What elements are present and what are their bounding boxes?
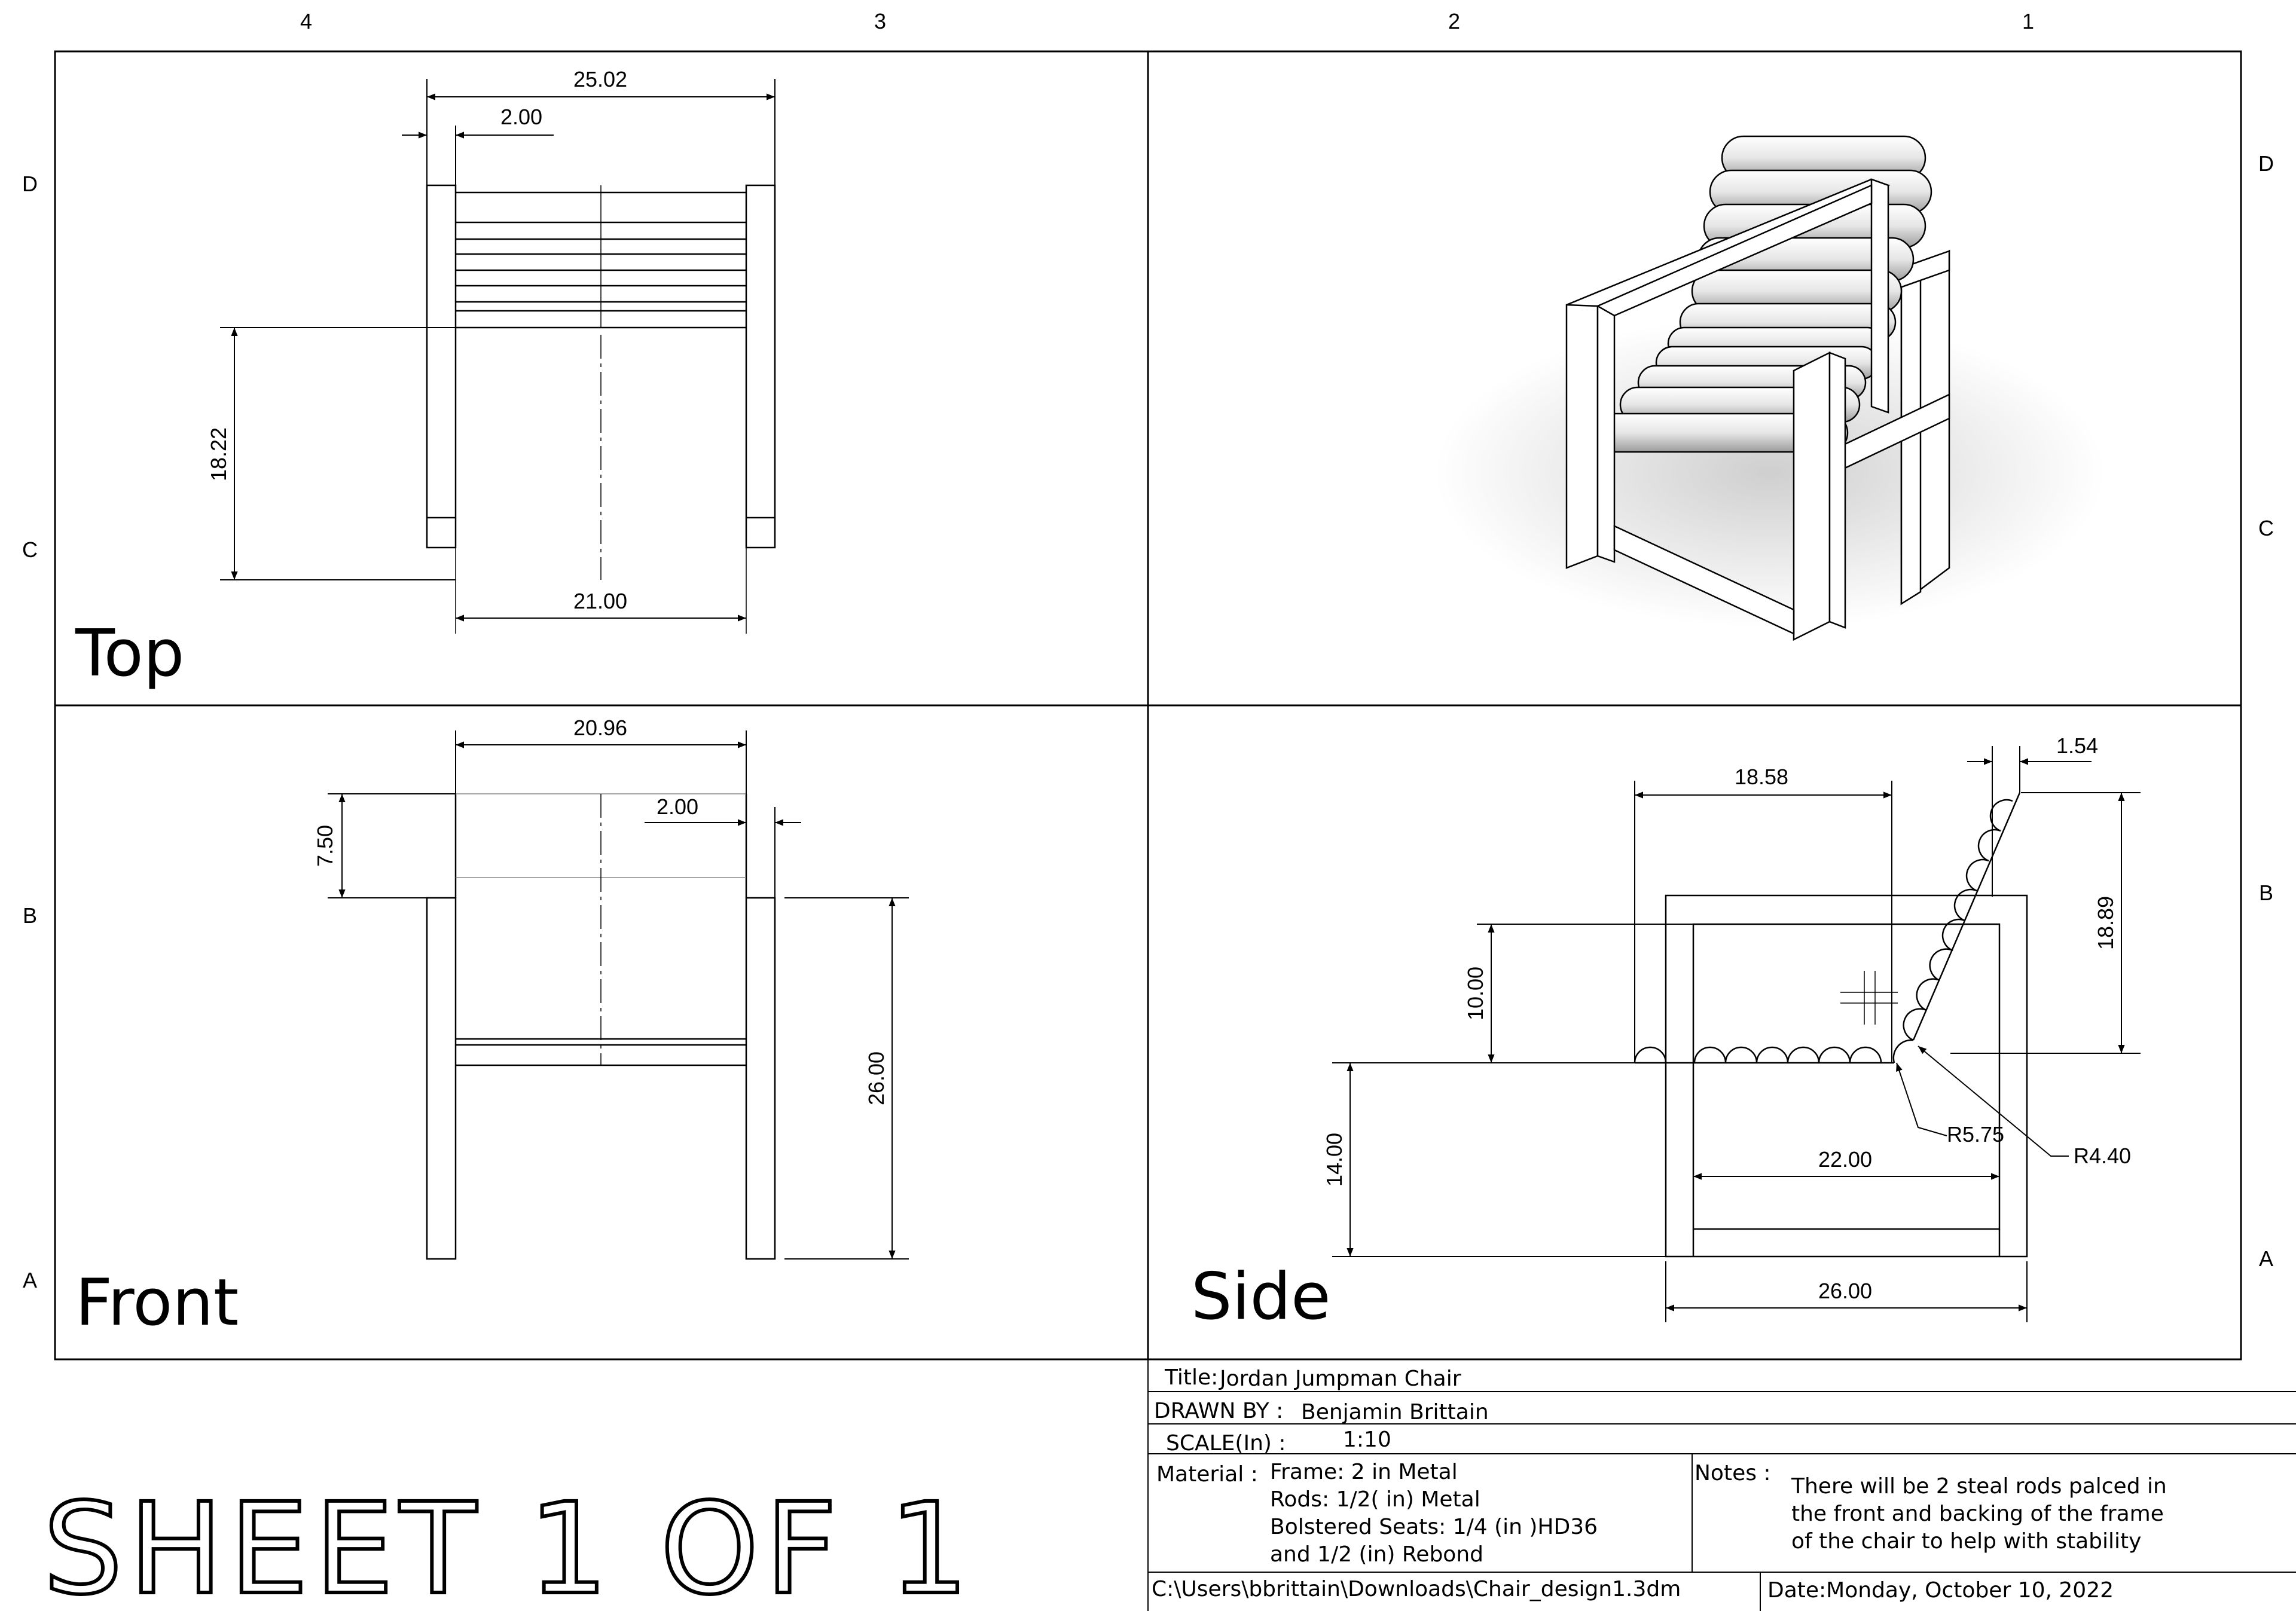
side-dimensions bbox=[1332, 746, 2141, 1322]
title-value: Jordan Jumpman Chair bbox=[1219, 1367, 1461, 1391]
view-label-front: Front bbox=[75, 1265, 239, 1340]
front-view bbox=[426, 793, 776, 1260]
material-line-3: Bolstered Seats: 1/4 (in )HD36 bbox=[1270, 1515, 1598, 1539]
grid-row-d-right: D bbox=[2258, 151, 2274, 176]
dim-side-inner-length: 22.00 bbox=[1818, 1147, 1872, 1172]
title-block bbox=[1147, 1359, 2296, 1611]
grid-row-d-left: D bbox=[22, 172, 38, 196]
sheet-frame bbox=[54, 50, 2242, 1361]
title-label: Title: bbox=[1164, 1365, 1218, 1390]
grid-col-4: 4 bbox=[300, 9, 312, 33]
top-view bbox=[426, 184, 776, 634]
sheet-number: SHEET 1 OF 1 bbox=[43, 1476, 975, 1611]
notes-line-1: There will be 2 steal rods palced in bbox=[1791, 1474, 2167, 1499]
grid-row-a-right: A bbox=[2259, 1246, 2273, 1271]
dim-side-back-height: 18.89 bbox=[2093, 896, 2118, 950]
dim-side-radius-b: R4.40 bbox=[2074, 1144, 2131, 1168]
file-path: C:\Users\bbrittain\Downloads\Chair_desig… bbox=[1152, 1577, 1681, 1601]
view-label-side: Side bbox=[1191, 1260, 1331, 1334]
grid-labels: 4 3 2 1 D C B A D C B A bbox=[22, 9, 2274, 1292]
front-dimensions bbox=[328, 730, 909, 1260]
view-label-top: Top bbox=[75, 616, 184, 691]
dim-side-overall-length: 26.00 bbox=[1818, 1279, 1872, 1303]
dim-front-overall-height: 26.00 bbox=[864, 1051, 889, 1105]
isometric-view bbox=[1435, 135, 2105, 641]
scale-label: SCALE(In) : bbox=[1166, 1431, 1286, 1456]
drawn-by-label: DRAWN BY : bbox=[1154, 1399, 1283, 1423]
grid-row-b-right: B bbox=[2259, 881, 2273, 905]
drawing-date: Date:Monday, October 10, 2022 bbox=[1767, 1578, 2114, 1603]
dim-front-back-height: 7.50 bbox=[313, 825, 337, 867]
material-line-1: Frame: 2 in Metal bbox=[1270, 1460, 1458, 1484]
drawn-by-value: Benjamin Brittain bbox=[1301, 1400, 1489, 1424]
dim-side-seat-depth: 18.58 bbox=[1735, 765, 1788, 789]
material-line-2: Rods: 1/2( in) Metal bbox=[1270, 1487, 1480, 1512]
notes-label: Notes : bbox=[1694, 1461, 1771, 1485]
dim-top-frame-width: 2.00 bbox=[500, 105, 542, 129]
dim-top-depth: 18.22 bbox=[206, 427, 231, 481]
side-view bbox=[1634, 792, 2028, 1258]
grid-row-a-left: A bbox=[23, 1268, 37, 1292]
grid-col-1: 1 bbox=[2022, 9, 2034, 33]
dim-top-overall-width: 25.02 bbox=[573, 67, 627, 91]
grid-row-c-right: C bbox=[2258, 516, 2274, 540]
top-dimensions bbox=[220, 79, 775, 622]
notes-line-3: of the chair to help with stability bbox=[1791, 1529, 2141, 1554]
dim-front-inner-width: 20.96 bbox=[573, 716, 627, 740]
dim-top-inner-width: 21.00 bbox=[573, 589, 627, 613]
dim-front-frame-width: 2.00 bbox=[657, 794, 698, 819]
grid-row-b-left: B bbox=[23, 903, 37, 928]
scale-value: 1:10 bbox=[1343, 1427, 1391, 1452]
notes-line-2: the front and backing of the frame bbox=[1791, 1502, 2164, 1526]
grid-col-2: 2 bbox=[1448, 9, 1460, 33]
dim-side-seat-height: 14.00 bbox=[1322, 1133, 1347, 1187]
dim-side-radius-a: R5.75 bbox=[1947, 1122, 2004, 1147]
dim-side-seat-back: 10.00 bbox=[1463, 967, 1488, 1020]
grid-col-3: 3 bbox=[874, 9, 886, 33]
dim-side-rod-offset: 1.54 bbox=[2056, 733, 2098, 758]
material-line-4: and 1/2 (in) Rebond bbox=[1270, 1542, 1483, 1567]
grid-row-c-left: C bbox=[22, 537, 38, 562]
material-label: Material : bbox=[1156, 1462, 1258, 1487]
